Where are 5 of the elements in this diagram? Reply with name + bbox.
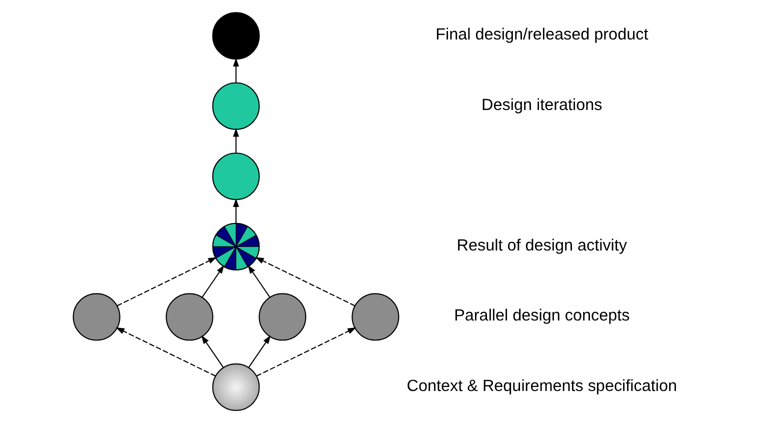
label: Parallel design concepts — [454, 306, 630, 325]
label: Final design/released product — [435, 26, 648, 44]
label: Context & Requirements specification — [406, 376, 677, 395]
label: Design iterations — [481, 96, 602, 114]
label: Result of design activity — [456, 236, 627, 254]
